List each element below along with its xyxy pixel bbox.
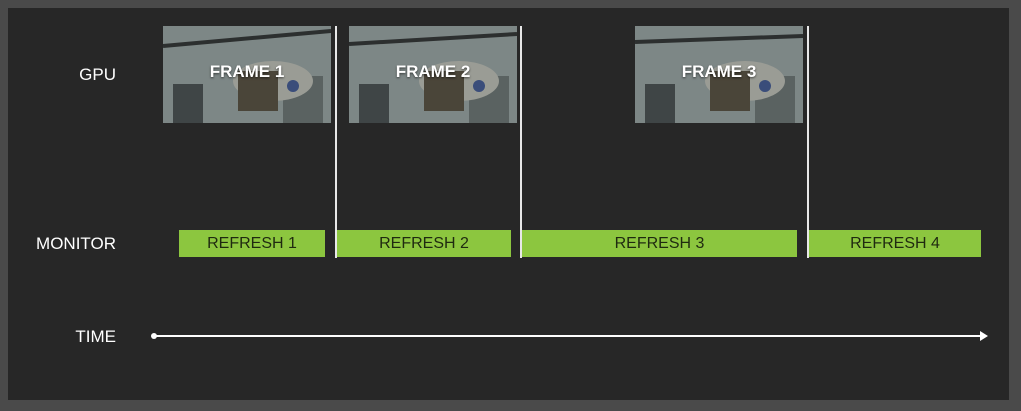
time-row-label: TIME — [75, 327, 116, 346]
timing-diagram: GPU MONITOR TIME FRAME 1 FRAME 2 — [8, 8, 1009, 400]
frame-2-label: FRAME 2 — [395, 62, 471, 81]
gpu-frame-1: FRAME 1 — [163, 26, 331, 123]
monitor-row-label: MONITOR — [36, 234, 116, 253]
time-axis-arrowhead — [980, 331, 988, 341]
gpu-frame-3: FRAME 3 — [635, 26, 803, 123]
helicopter-scene-image — [349, 26, 517, 123]
helicopter-scene-image — [635, 26, 803, 123]
time-axis — [151, 331, 988, 341]
frame-boundary-line-2 — [520, 26, 522, 258]
frame-boundary-line-3 — [807, 26, 809, 258]
gpu-frame-2: FRAME 2 — [349, 26, 517, 123]
refresh-bar-2: REFRESH 2 — [337, 230, 511, 257]
refresh-bar-4: REFRESH 4 — [809, 230, 981, 257]
helicopter-scene-image — [163, 26, 331, 123]
frame-1-label: FRAME 1 — [209, 62, 285, 81]
frame-boundary-line-1 — [335, 26, 337, 258]
frame-3-label: FRAME 3 — [681, 62, 757, 81]
refresh-bar-1: REFRESH 1 — [179, 230, 325, 257]
gpu-row-label: GPU — [79, 65, 116, 84]
refresh-bar-3: REFRESH 3 — [522, 230, 797, 257]
